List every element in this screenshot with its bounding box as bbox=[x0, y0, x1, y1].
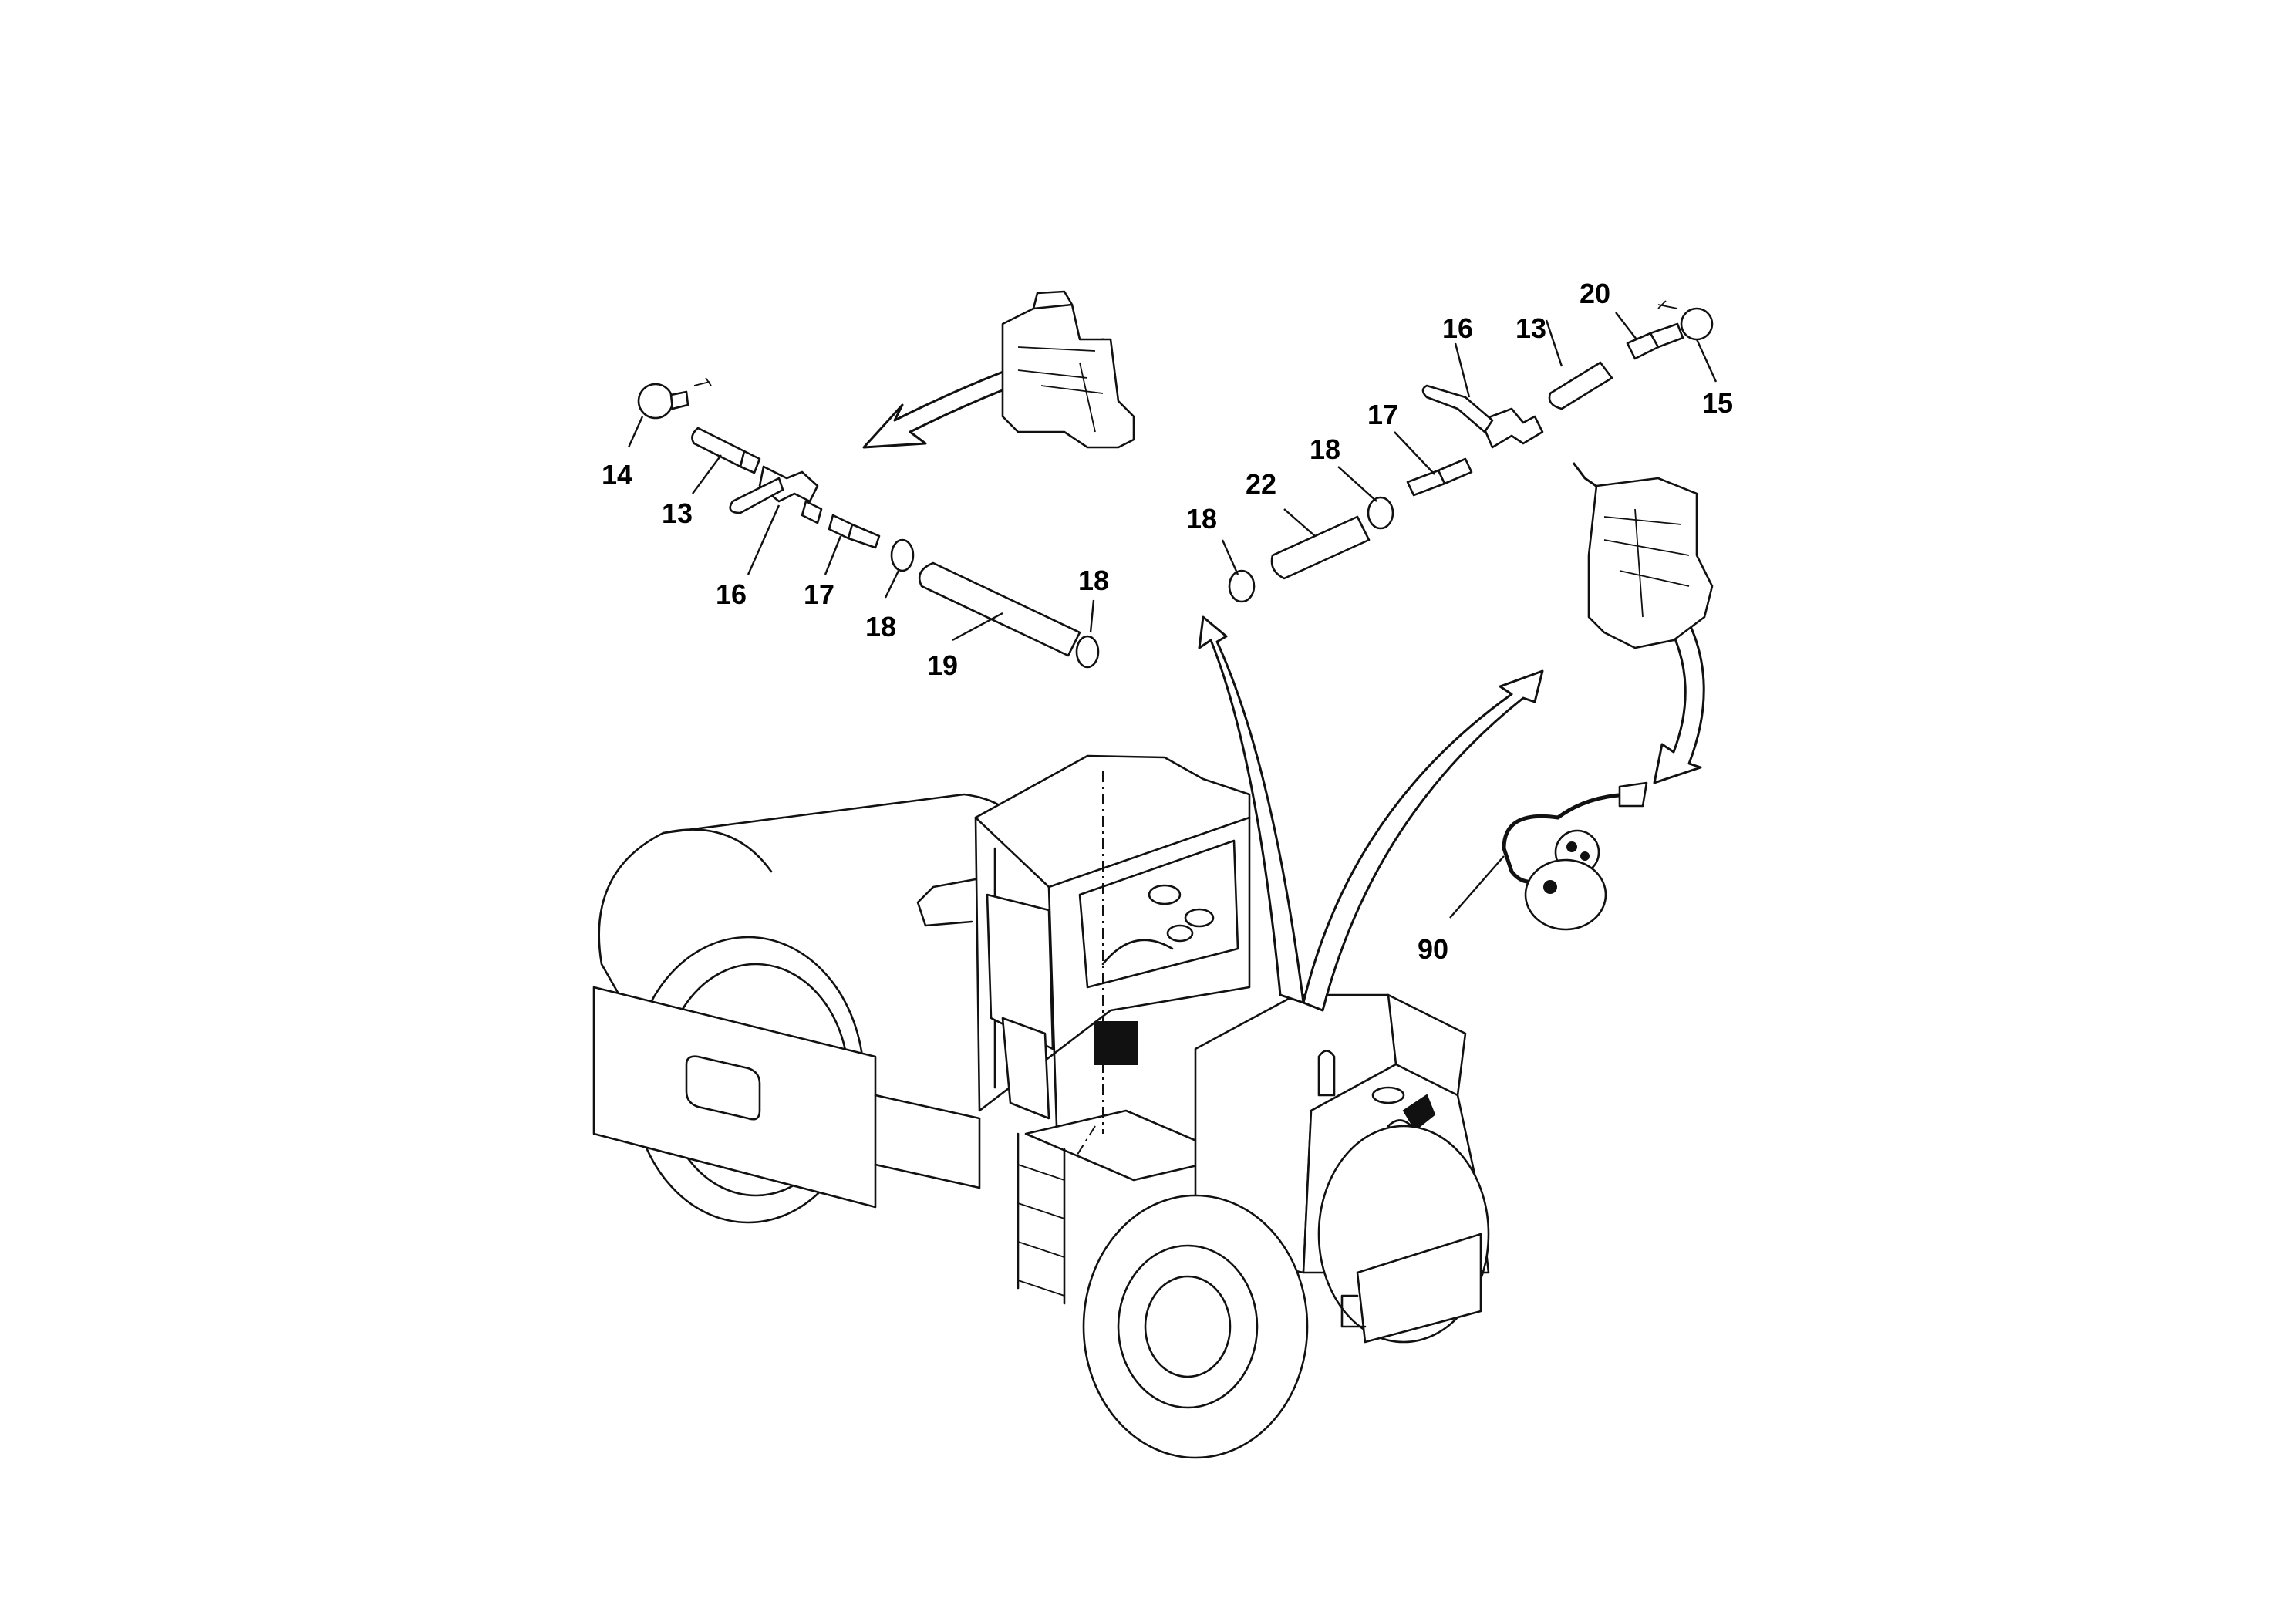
hose-13 bbox=[691, 427, 746, 468]
callout-16: 16 bbox=[716, 578, 747, 610]
callout-18: 18 bbox=[1310, 433, 1340, 465]
callout-17: 17 bbox=[1367, 399, 1398, 430]
callout-16: 16 bbox=[1442, 312, 1473, 344]
arrow-to-right-assembly bbox=[1198, 615, 1544, 1012]
hose-22 bbox=[1270, 515, 1371, 580]
elbow-fitting-15 bbox=[1680, 307, 1714, 341]
left-engine-sketch bbox=[1001, 290, 1135, 449]
callout-19: 19 bbox=[927, 649, 958, 681]
control-box bbox=[1094, 1021, 1138, 1065]
callout-18: 18 bbox=[1186, 503, 1217, 534]
hose-clamp-18 bbox=[890, 538, 915, 572]
hose-13 bbox=[1548, 361, 1613, 410]
valve-handle-16 bbox=[729, 477, 784, 514]
callout-13: 13 bbox=[1515, 312, 1546, 344]
rear-wheel bbox=[1082, 1194, 1309, 1459]
right-engine-sketch bbox=[1587, 477, 1714, 649]
road-roller bbox=[592, 754, 1490, 1459]
callout-14: 14 bbox=[602, 459, 632, 491]
valve-handle-16 bbox=[1421, 384, 1494, 433]
hose-clamp-18 bbox=[1228, 569, 1256, 603]
hose-clamp-18 bbox=[1367, 496, 1394, 530]
callout-18: 18 bbox=[1078, 565, 1109, 596]
elbow-fitting-14 bbox=[637, 383, 674, 420]
callout-20: 20 bbox=[1580, 278, 1610, 309]
callout-22: 22 bbox=[1246, 468, 1276, 500]
sensor-90 bbox=[1502, 781, 1648, 931]
hose-clamp-18 bbox=[1075, 635, 1100, 669]
callout-15: 15 bbox=[1702, 387, 1733, 419]
left-hose-assembly bbox=[637, 377, 1100, 669]
callout-17: 17 bbox=[804, 578, 834, 610]
callout-18: 18 bbox=[865, 611, 896, 642]
dash-line bbox=[1075, 1125, 1096, 1158]
leader-lines bbox=[627, 312, 1718, 919]
hose-19 bbox=[918, 561, 1081, 657]
callout-13: 13 bbox=[662, 497, 693, 529]
callouts: 14 13 16 17 18 19 18 16 13 20 15 17 18 2… bbox=[602, 278, 1733, 965]
callout-90: 90 bbox=[1418, 933, 1448, 965]
right-hose-assembly bbox=[1228, 300, 1714, 603]
